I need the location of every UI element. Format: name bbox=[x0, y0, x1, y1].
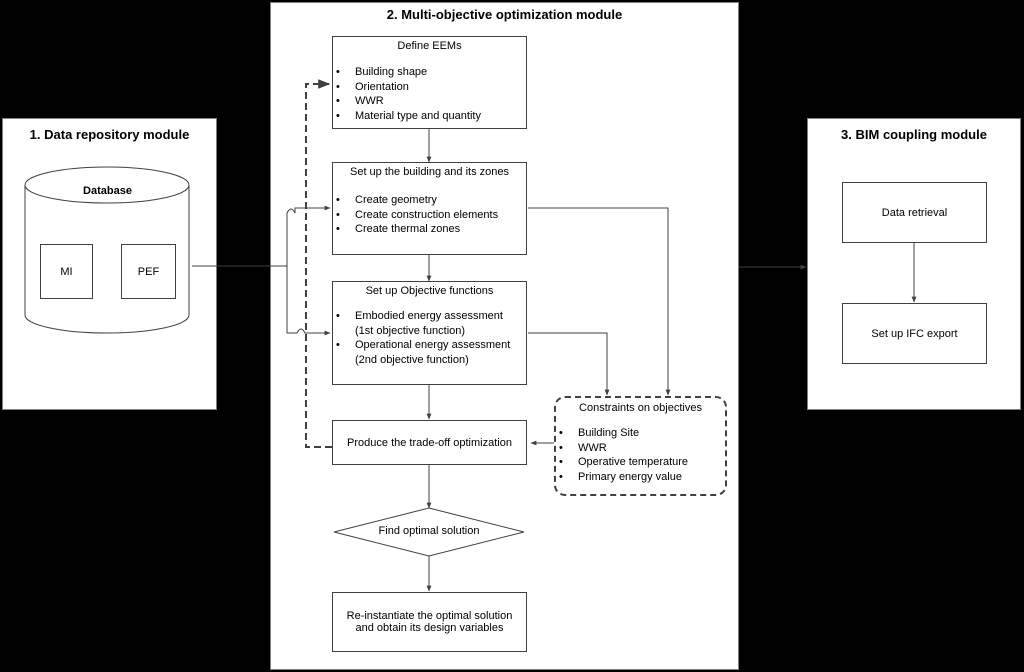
reinstantiate-box: Re-instantiate the optimal solution and … bbox=[332, 592, 527, 652]
list-item: WWR bbox=[333, 94, 526, 109]
constraints-content: Constraints on objectives Building Site … bbox=[556, 399, 725, 493]
list-item: Embodied energy assessment (1st objectiv… bbox=[333, 309, 520, 338]
list-item: WWR bbox=[556, 441, 725, 456]
database-label: Database bbox=[83, 185, 132, 197]
arrow-building-to-constraints bbox=[528, 207, 671, 396]
objective-functions-box: Set up Objective functions Embodied ener… bbox=[332, 281, 527, 385]
list-item: Primary energy value bbox=[556, 470, 725, 485]
list-item: Create construction elements bbox=[333, 208, 526, 223]
dashed-feedback-loop bbox=[305, 79, 332, 448]
mi-box: MI bbox=[40, 244, 93, 299]
bim-title: 3. BIM coupling module bbox=[841, 127, 987, 142]
list-item: Create thermal zones bbox=[333, 222, 526, 237]
list-item: Operational energy assessment (2nd objec… bbox=[333, 338, 520, 367]
list-item: Building Site bbox=[556, 426, 725, 441]
arrow-database-to-building bbox=[286, 205, 331, 266]
tradeoff-box: Produce the trade-off optimization bbox=[332, 420, 527, 465]
list-item: Orientation bbox=[333, 80, 526, 95]
objective-functions-title: Set up Objective functions bbox=[365, 285, 494, 297]
optimization-title: 2. Multi-objective optimization module bbox=[386, 7, 623, 22]
list-item: Building shape bbox=[333, 65, 526, 80]
define-eems-title: Define EEMs bbox=[397, 40, 462, 52]
ifc-export-box: Set up IFC export bbox=[842, 303, 987, 364]
data-retrieval-box: Data retrieval bbox=[842, 182, 987, 243]
data-repository-title: 1. Data repository module bbox=[29, 127, 190, 142]
setup-building-box: Set up the building and its zones Create… bbox=[332, 162, 527, 255]
arrow-objectives-to-constraints bbox=[528, 332, 610, 396]
objective-functions-list: Embodied energy assessment (1st objectiv… bbox=[333, 309, 526, 367]
constraints-title: Constraints on objectives bbox=[579, 402, 702, 414]
define-eems-box: Define EEMs Building shape Orientation W… bbox=[332, 36, 527, 129]
setup-building-list: Create geometry Create construction elem… bbox=[333, 193, 526, 237]
setup-building-title: Set up the building and its zones bbox=[349, 166, 509, 178]
find-optimal-label: Find optimal solution bbox=[378, 525, 480, 537]
constraints-list: Building Site WWR Operative temperature … bbox=[556, 426, 725, 484]
define-eems-list: Building shape Orientation WWR Material … bbox=[333, 65, 526, 123]
database-cylinder-top bbox=[24, 166, 190, 204]
find-optimal-diamond bbox=[333, 507, 525, 557]
list-item: Operative temperature bbox=[556, 455, 725, 470]
list-item: Material type and quantity bbox=[333, 109, 526, 124]
list-item: Create geometry bbox=[333, 193, 526, 208]
arrow-database-to-objectives bbox=[286, 266, 331, 336]
pef-box: PEF bbox=[121, 244, 176, 299]
